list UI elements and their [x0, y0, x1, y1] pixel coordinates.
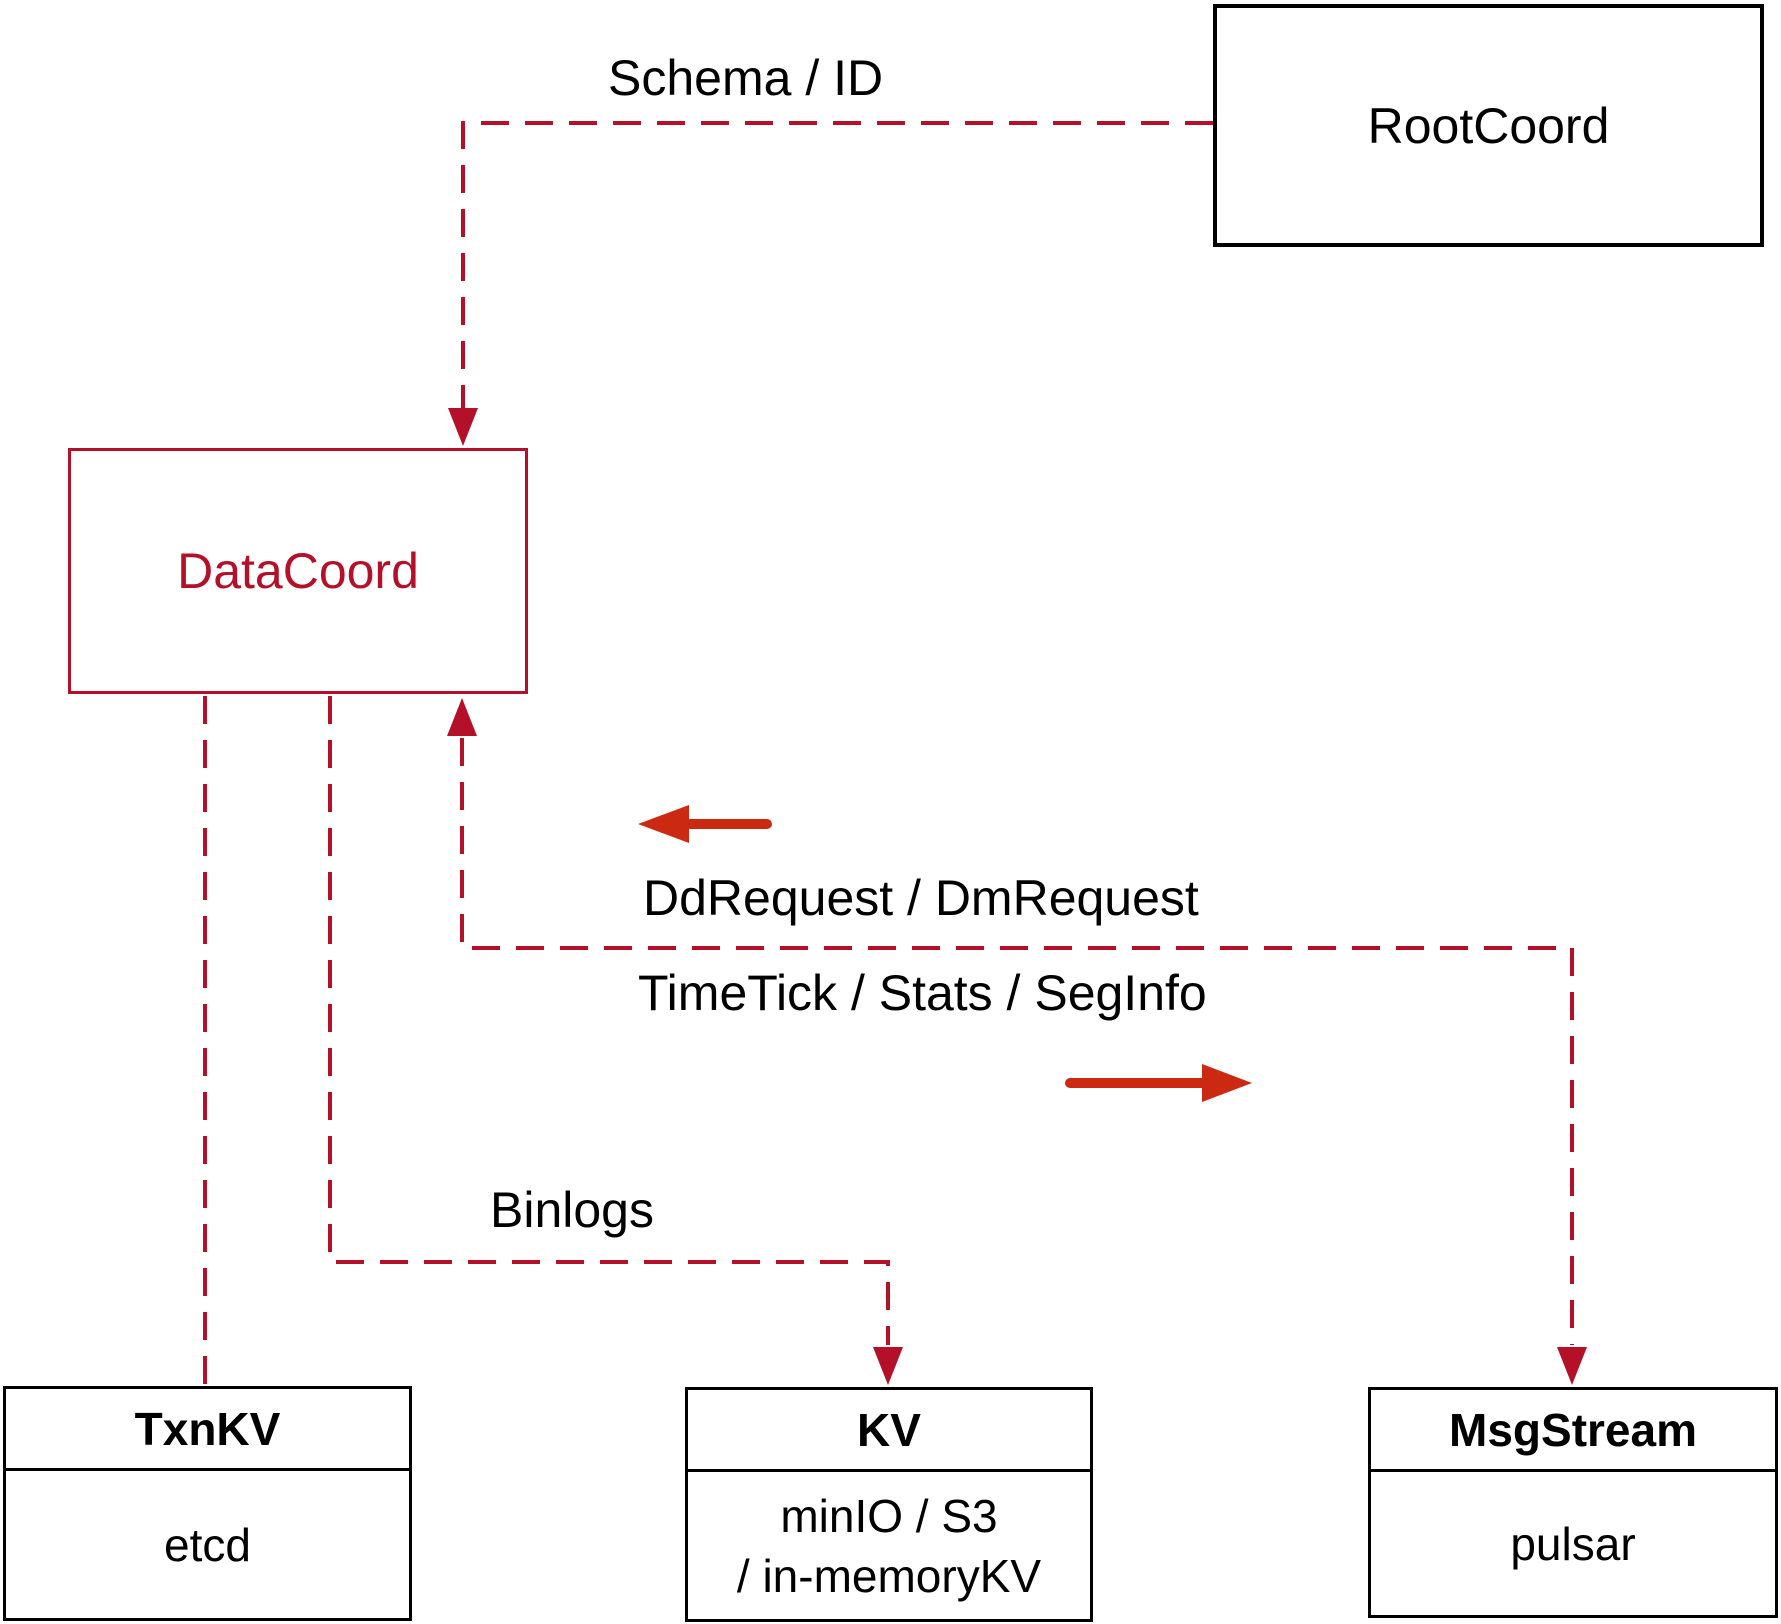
edge-msgstream-line — [460, 738, 1574, 1345]
left-direction-arrow-head — [638, 805, 689, 843]
node-rootcoord: RootCoord — [1213, 4, 1764, 247]
edge-label-schema-id: Schema / ID — [608, 50, 884, 106]
edge-label-timetick-stats-seginfo: TimeTick / Stats / SegInfo — [638, 965, 1207, 1021]
node-rootcoord-label: RootCoord — [1367, 97, 1610, 154]
node-kv-body-line2: / in-memoryKV — [736, 1549, 1042, 1602]
node-kv: KV minIO / S3 / in-memoryKV — [685, 1387, 1093, 1622]
edge-label-binlogs: Binlogs — [490, 1182, 654, 1238]
node-msgstream: MsgStream pulsar — [1368, 1387, 1778, 1618]
edge-msgstream-up-arrowhead — [447, 698, 477, 736]
node-kv-title: KV — [688, 1390, 1090, 1472]
edge-label-dd-dm-request: DdRequest / DmRequest — [643, 870, 1199, 926]
edge-binlogs-arrowhead — [873, 1347, 903, 1385]
node-msgstream-body: pulsar — [1510, 1517, 1636, 1570]
right-direction-arrow-head — [1202, 1064, 1252, 1102]
edge-binlogs-line — [328, 696, 890, 1345]
node-txnkv-title: TxnKV — [6, 1389, 409, 1471]
node-msgstream-title: MsgStream — [1371, 1390, 1775, 1472]
node-datacoord: DataCoord — [68, 448, 528, 694]
node-datacoord-label: DataCoord — [177, 543, 419, 599]
node-txnkv-body: etcd — [164, 1518, 251, 1571]
node-kv-body-line1: minIO / S3 — [780, 1489, 998, 1542]
edge-schema-id-arrowhead — [448, 408, 478, 446]
node-txnkv: TxnKV etcd — [3, 1386, 412, 1621]
edge-schema-id-line — [461, 121, 1213, 408]
node-kv-body: minIO / S3 / in-memoryKV — [688, 1472, 1090, 1619]
edge-msgstream-down-arrowhead — [1557, 1347, 1587, 1385]
